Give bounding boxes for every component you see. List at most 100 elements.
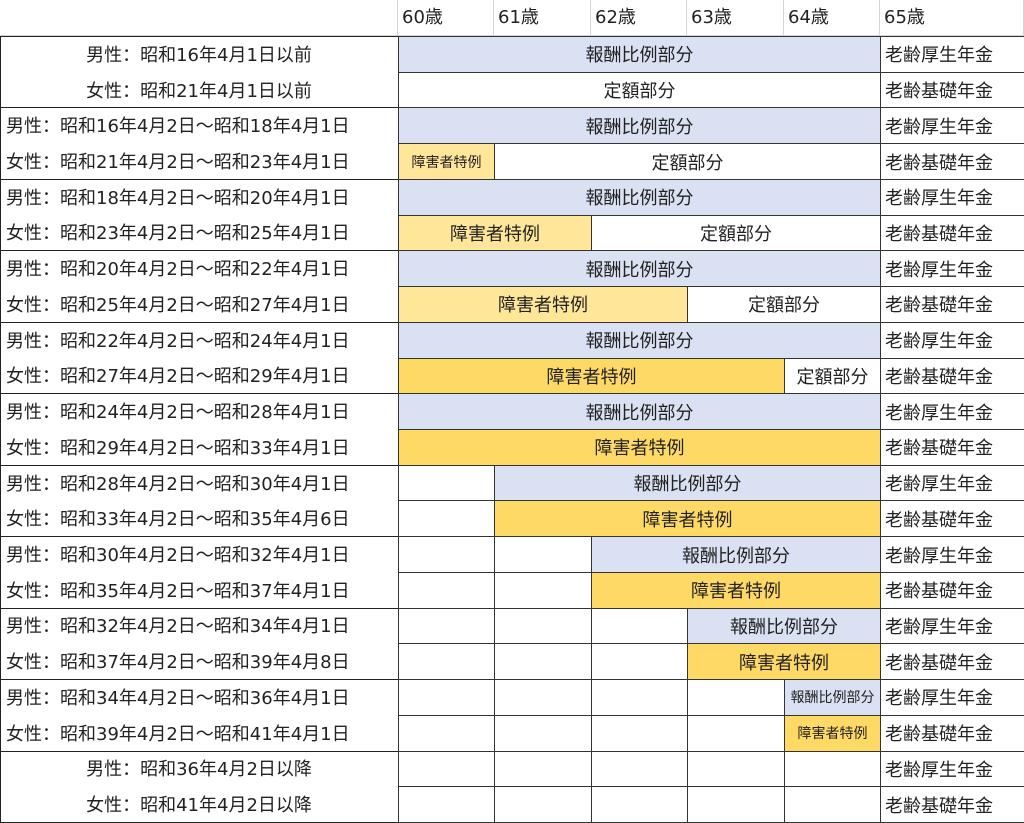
male-birthdate-label: 男性：昭和34年4月2日～昭和36年4月1日 xyxy=(6,687,350,709)
female-birthdate-label: 女性：昭和27年4月2日～昭和29年4月1日 xyxy=(6,366,350,388)
fixed-bar: 定額部分 xyxy=(398,71,881,109)
basic-pension-label: 老齢基礎年金 xyxy=(880,357,1024,395)
disability-bar: 障害者特例 xyxy=(784,714,881,752)
disability_light-bar: 障害者特例 xyxy=(398,286,688,323)
fixed-bar: 定額部分 xyxy=(494,143,881,180)
empty-cell xyxy=(784,786,881,823)
female-birthdate-label: 女性：昭和23年4月2日～昭和25年4月1日 xyxy=(6,223,350,245)
empty-cell xyxy=(591,786,688,823)
remuneration-bar: 報酬比例部分 xyxy=(398,36,881,73)
header-blank xyxy=(0,0,398,36)
employee-pension-label: 老齢厚生年金 xyxy=(880,178,1024,216)
remuneration-bar: 報酬比例部分 xyxy=(494,464,881,502)
disability-bar: 障害者特例 xyxy=(687,643,881,681)
male-birthdate-label: 男性：昭和24年4月2日～昭和28年4月1日 xyxy=(6,402,350,424)
empty-cell xyxy=(398,571,495,609)
employee-pension-label: 老齢厚生年金 xyxy=(880,464,1024,502)
male-birthdate-label: 男性：昭和20年4月2日～昭和22年4月1日 xyxy=(6,259,350,281)
empty-cell xyxy=(494,571,592,609)
employee-pension-label: 老齢厚生年金 xyxy=(880,36,1024,73)
disability-bar: 障害者特例 xyxy=(494,500,881,538)
male-birthdate-label: 男性：昭和16年4月2日～昭和18年4月1日 xyxy=(6,116,350,138)
disability-bar: 障害者特例 xyxy=(398,357,785,395)
employee-pension-label: 老齢厚生年金 xyxy=(880,321,1024,359)
empty-cell xyxy=(591,607,688,645)
basic-pension-label: 老齢基礎年金 xyxy=(880,71,1024,109)
age-header: 60歳 xyxy=(398,0,494,36)
empty-cell xyxy=(494,714,592,752)
female-birthdate-label: 女性：昭和33年4月2日～昭和35年4月6日 xyxy=(6,509,350,531)
disability-bar: 障害者特例 xyxy=(591,571,881,609)
female-birthdate-label: 女性：昭和29年4月2日～昭和33年4月1日 xyxy=(6,437,350,459)
empty-cell xyxy=(494,679,592,716)
empty-cell xyxy=(398,714,495,752)
remuneration-bar: 報酬比例部分 xyxy=(398,321,881,359)
empty-cell xyxy=(591,643,688,681)
basic-pension-label: 老齢基礎年金 xyxy=(880,429,1024,466)
disability_light-bar: 障害者特例 xyxy=(398,143,495,180)
female-birthdate-label: 女性：昭和21年4月1日以前 xyxy=(86,80,312,102)
empty-cell xyxy=(494,643,592,681)
female-birthdate-label: 女性：昭和21年4月2日～昭和23年4月1日 xyxy=(6,152,350,174)
remuneration-bar: 報酬比例部分 xyxy=(398,250,881,288)
empty-cell xyxy=(687,679,785,716)
remuneration-bar: 報酬比例部分 xyxy=(398,178,881,216)
employee-pension-label: 老齢厚生年金 xyxy=(880,607,1024,645)
remuneration-bar: 報酬比例部分 xyxy=(687,607,881,645)
remuneration-bar: 報酬比例部分 xyxy=(398,393,881,430)
basic-pension-label: 老齢基礎年金 xyxy=(880,571,1024,609)
employee-pension-label: 老齢厚生年金 xyxy=(880,107,1024,145)
age-header: 62歳 xyxy=(591,0,687,36)
employee-pension-label: 老齢厚生年金 xyxy=(880,393,1024,430)
female-birthdate-label: 女性：昭和37年4月2日～昭和39年4月8日 xyxy=(6,652,350,674)
female-birthdate-label: 女性：昭和25年4月2日～昭和27年4月1日 xyxy=(6,294,350,316)
empty-cell xyxy=(494,536,592,573)
empty-cell xyxy=(398,750,495,788)
empty-cell xyxy=(398,607,495,645)
basic-pension-label: 老齢基礎年金 xyxy=(880,286,1024,323)
empty-cell xyxy=(398,500,495,538)
male-birthdate-label: 男性：昭和36年4月2日以降 xyxy=(86,759,312,781)
basic-pension-label: 老齢基礎年金 xyxy=(880,214,1024,252)
age-header: 64歳 xyxy=(784,0,880,36)
remuneration-bar: 報酬比例部分 xyxy=(591,536,881,573)
male-birthdate-label: 男性：昭和18年4月2日～昭和20年4月1日 xyxy=(6,187,350,209)
fixed-bar: 定額部分 xyxy=(784,357,881,395)
empty-cell xyxy=(398,536,495,573)
basic-pension-label: 老齢基礎年金 xyxy=(880,143,1024,180)
basic-pension-label: 老齢基礎年金 xyxy=(880,500,1024,538)
employee-pension-label: 老齢厚生年金 xyxy=(880,679,1024,716)
male-birthdate-label: 男性：昭和30年4月2日～昭和32年4月1日 xyxy=(6,545,350,567)
empty-cell xyxy=(398,786,495,823)
empty-cell xyxy=(494,750,592,788)
remuneration-bar: 報酬比例部分 xyxy=(784,679,881,716)
male-birthdate-label: 男性：昭和32年4月2日～昭和34年4月1日 xyxy=(6,616,350,638)
employee-pension-label: 老齢厚生年金 xyxy=(880,250,1024,288)
empty-cell xyxy=(687,750,785,788)
basic-pension-label: 老齢基礎年金 xyxy=(880,714,1024,752)
female-birthdate-label: 女性：昭和41年4月2日以降 xyxy=(86,795,312,817)
empty-cell xyxy=(591,679,688,716)
fixed-bar: 定額部分 xyxy=(591,214,881,252)
empty-cell xyxy=(494,607,592,645)
disability_light-bar: 障害者特例 xyxy=(398,214,592,252)
age-header: 61歳 xyxy=(494,0,591,36)
female-birthdate-label: 女性：昭和39年4月2日～昭和41年4月1日 xyxy=(6,723,350,745)
empty-cell xyxy=(494,786,592,823)
empty-cell xyxy=(687,786,785,823)
empty-cell xyxy=(398,464,495,502)
disability-bar: 障害者特例 xyxy=(398,429,881,466)
empty-cell xyxy=(784,750,881,788)
employee-pension-label: 老齢厚生年金 xyxy=(880,536,1024,573)
empty-cell xyxy=(591,714,688,752)
basic-pension-label: 老齢基礎年金 xyxy=(880,786,1024,823)
remuneration-bar: 報酬比例部分 xyxy=(398,107,881,145)
fixed-bar: 定額部分 xyxy=(687,286,881,323)
empty-cell xyxy=(398,643,495,681)
male-birthdate-label: 男性：昭和22年4月2日～昭和24年4月1日 xyxy=(6,330,350,352)
male-birthdate-label: 男性：昭和28年4月2日～昭和30年4月1日 xyxy=(6,473,350,495)
male-birthdate-label: 男性：昭和16年4月1日以前 xyxy=(86,44,312,66)
age-header: 63歳 xyxy=(687,0,784,36)
empty-cell xyxy=(591,750,688,788)
empty-cell xyxy=(687,714,785,752)
